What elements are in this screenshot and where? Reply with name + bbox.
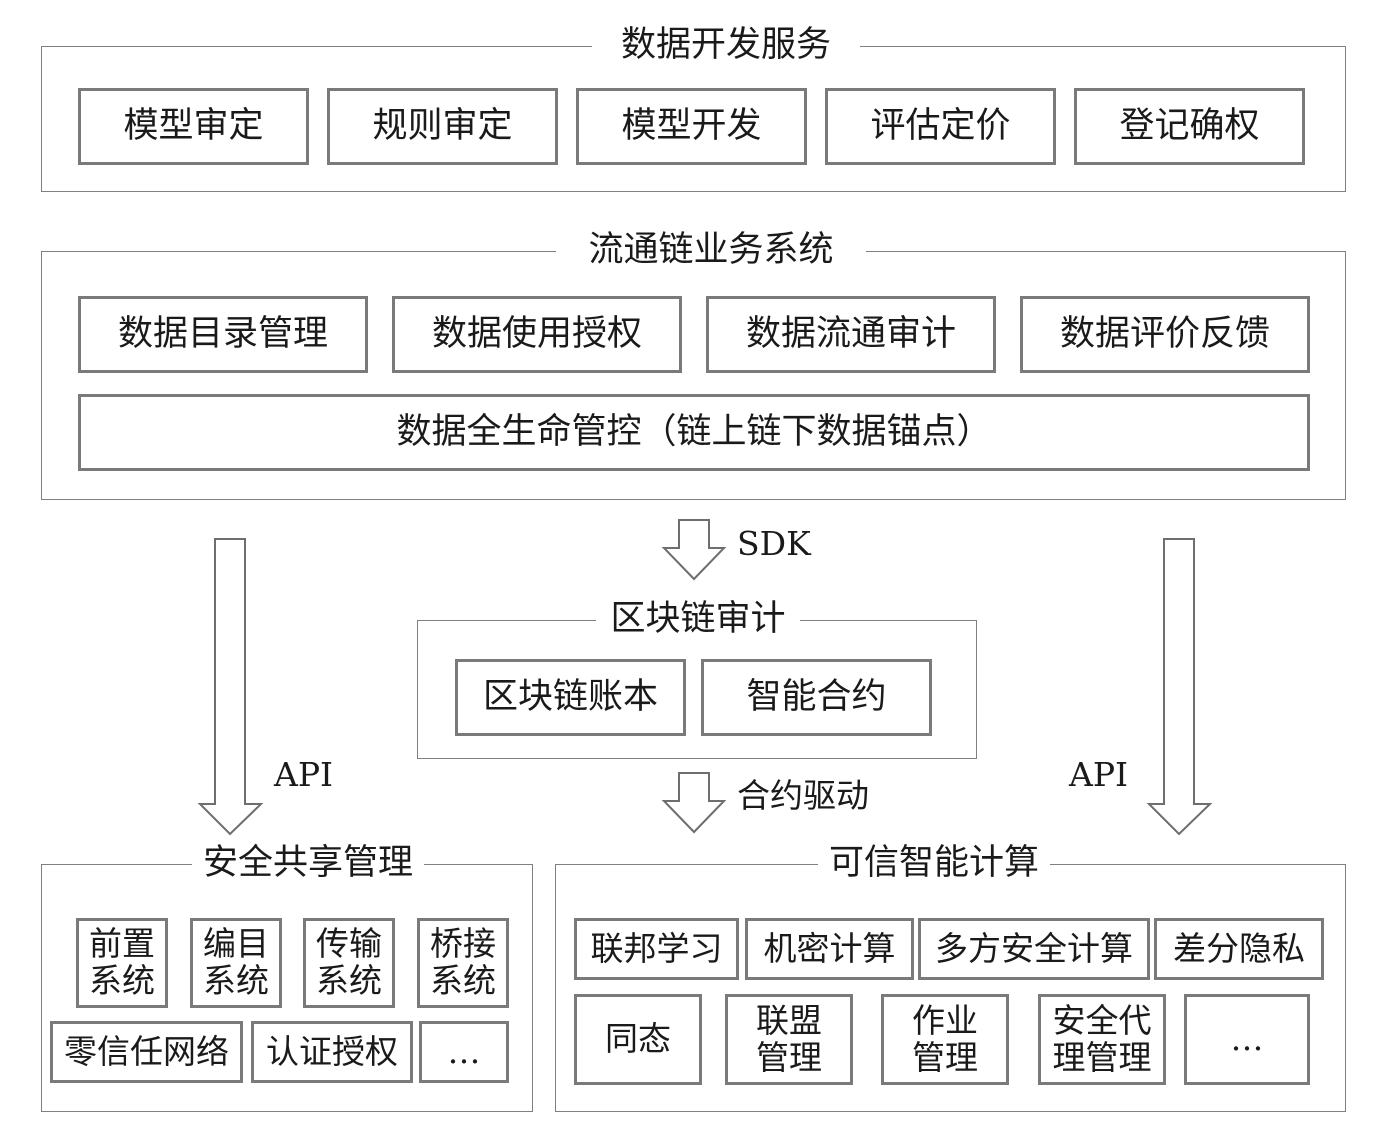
blockchain-audit-panel: 区块链审计 [417, 597, 977, 759]
multiparty-computation-box: 多方安全计算 [918, 918, 1150, 980]
job-management-box: 作业 管理 [881, 994, 1009, 1085]
data-dev-service-panel: 数据开发服务 [41, 23, 1346, 192]
data-lifecycle-box: 数据全生命管控（链上链下数据锚点） [78, 394, 1310, 471]
federated-learning-box: 联邦学习 [574, 918, 739, 980]
business-system-title: 流通链业务系统 [556, 228, 866, 272]
catalog-system-box: 编目 系统 [190, 918, 282, 1008]
valuation-pricing-box: 评估定价 [825, 88, 1056, 165]
smart-contract-box: 智能合约 [701, 659, 932, 736]
auth-authorization-box: 认证授权 [251, 1021, 413, 1083]
secure-sharing-title: 安全共享管理 [192, 841, 424, 885]
model-development-box: 模型开发 [576, 88, 807, 165]
differential-privacy-box: 差分隐私 [1154, 918, 1324, 980]
contract-driven-arrow [661, 772, 727, 834]
trusted-computing-title: 可信智能计算 [818, 841, 1050, 885]
confidential-computing-box: 机密计算 [745, 918, 914, 980]
secure-sharing-panel: 安全共享管理 [41, 841, 533, 1112]
rule-review-box: 规则审定 [327, 88, 558, 165]
front-system-box: 前置 系统 [76, 918, 168, 1008]
sdk-label: SDK [737, 524, 811, 563]
registration-rights-box: 登记确权 [1074, 88, 1305, 165]
transfer-system-box: 传输 系统 [303, 918, 395, 1008]
contract-driven-label: 合约驱动 [737, 776, 869, 815]
bridge-system-box: 桥接 系统 [417, 918, 509, 1008]
security-agent-management-box: 安全代 理管理 [1038, 994, 1166, 1085]
api-left-label: API [274, 755, 334, 794]
api-left-arrow [197, 538, 264, 836]
blockchain-ledger-box: 区块链账本 [455, 659, 686, 736]
data-circulation-audit-box: 数据流通审计 [706, 296, 996, 373]
api-right-arrow [1146, 538, 1213, 836]
data-evaluation-feedback-box: 数据评价反馈 [1020, 296, 1310, 373]
trusted-computing-panel: 可信智能计算 [555, 841, 1346, 1112]
data-catalog-box: 数据目录管理 [78, 296, 368, 373]
sdk-arrow [661, 519, 727, 581]
model-review-box: 模型审定 [78, 88, 309, 165]
homomorphic-box: 同态 [574, 994, 702, 1085]
data-dev-service-title: 数据开发服务 [592, 23, 860, 67]
data-usage-auth-box: 数据使用授权 [392, 296, 682, 373]
blockchain-audit-title: 区块链审计 [596, 597, 800, 641]
computing-more-box: … [1184, 994, 1310, 1085]
alliance-management-box: 联盟 管理 [725, 994, 853, 1085]
api-right-label: API [1069, 755, 1129, 794]
zero-trust-network-box: 零信任网络 [50, 1021, 243, 1083]
business-system-panel: 流通链业务系统 [41, 228, 1346, 500]
sharing-more-box: … [419, 1021, 509, 1083]
